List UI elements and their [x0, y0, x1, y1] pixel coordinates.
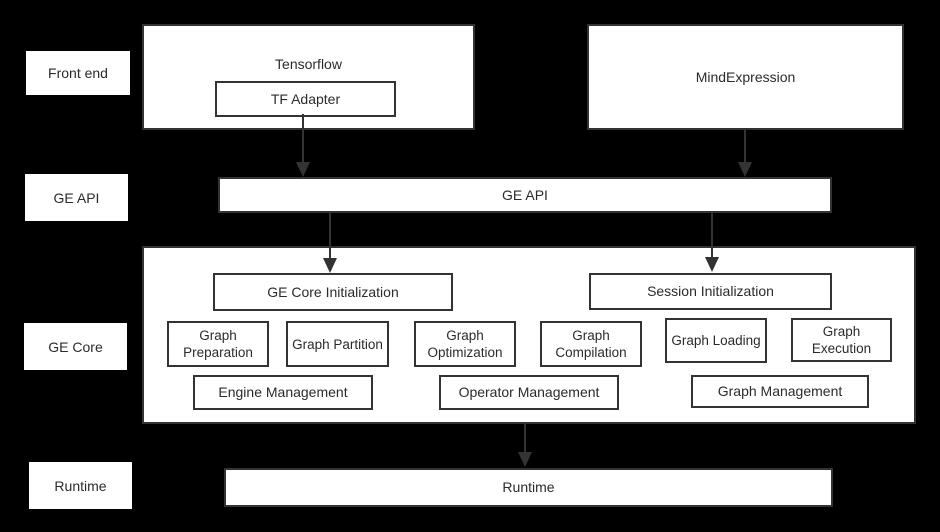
- row-label-runtime-text: Runtime: [54, 477, 107, 494]
- graph-partition-box: Graph Partition: [286, 321, 389, 367]
- arrow-shaft: [302, 114, 304, 162]
- arrow-tf-adapter-to-ge-api: [295, 114, 311, 177]
- arrow-down-icon: [738, 162, 752, 177]
- graph-execution-box: Graph Execution: [791, 318, 892, 362]
- mindexpression-label: MindExpression: [695, 68, 796, 85]
- engine-management-label: Engine Management: [218, 384, 348, 400]
- row-label-ge-api-text: GE API: [53, 189, 100, 206]
- ge-api-bar-label: GE API: [502, 186, 548, 203]
- ge-core-initialization-label: GE Core Initialization: [267, 283, 399, 300]
- arrow-shaft: [524, 423, 526, 452]
- arrow-down-icon: [518, 452, 532, 467]
- arrow-shaft: [744, 129, 746, 162]
- row-label-front-end: Front end: [26, 51, 130, 95]
- graph-loading-label: Graph Loading: [671, 333, 761, 348]
- arrow-mindexpression-to-ge-api: [737, 129, 753, 177]
- arrow-ge-api-to-session-init: [704, 212, 720, 272]
- runtime-bar-label: Runtime: [502, 479, 555, 495]
- graph-optimization-label: Graph Optimization: [427, 328, 503, 360]
- graph-management-box: Graph Management: [691, 375, 869, 408]
- row-label-ge-core: GE Core: [24, 323, 127, 370]
- graph-compilation-box: Graph Compilation: [540, 321, 642, 367]
- ge-core-initialization-box: GE Core Initialization: [213, 273, 453, 311]
- operator-management-box: Operator Management: [439, 375, 619, 410]
- graph-execution-label: Graph Execution: [811, 324, 872, 356]
- row-label-runtime: Runtime: [29, 462, 132, 509]
- ge-api-bar: GE API: [218, 177, 832, 213]
- tf-adapter-label: TF Adapter: [270, 90, 341, 107]
- runtime-bar: Runtime: [224, 468, 833, 507]
- arrow-down-icon: [323, 258, 337, 273]
- ge-core-box: GE Core Initialization Session Initializ…: [142, 246, 916, 424]
- engine-management-box: Engine Management: [193, 375, 373, 410]
- graph-optimization-box: Graph Optimization: [414, 321, 516, 367]
- graph-management-label: Graph Management: [717, 383, 843, 399]
- session-initialization-box: Session Initialization: [589, 273, 832, 310]
- arrow-down-icon: [705, 257, 719, 272]
- graph-loading-box: Graph Loading: [665, 318, 767, 363]
- graph-preparation-label: Graph Preparation: [183, 328, 253, 360]
- graph-compilation-label: Graph Compilation: [555, 328, 627, 360]
- tensorflow-box: Tensorflow TF Adapter: [142, 24, 475, 130]
- row-label-ge-core-text: GE Core: [48, 338, 103, 355]
- mindexpression-box: MindExpression: [587, 24, 904, 130]
- tensorflow-label: Tensorflow: [275, 56, 342, 72]
- graph-partition-label: Graph Partition: [292, 336, 383, 352]
- row-label-ge-api: GE API: [25, 174, 128, 221]
- graph-preparation-box: Graph Preparation: [167, 321, 269, 367]
- arrow-shaft: [711, 212, 713, 257]
- arrow-down-icon: [296, 162, 310, 177]
- tf-adapter-box: TF Adapter: [215, 81, 396, 117]
- operator-management-label: Operator Management: [458, 384, 600, 400]
- row-label-front-end-text: Front end: [48, 65, 108, 81]
- arrow-ge-api-to-ge-core-init: [322, 212, 338, 273]
- arrow-ge-core-to-runtime: [517, 423, 533, 467]
- session-initialization-label: Session Initialization: [647, 283, 774, 299]
- arrow-shaft: [329, 212, 331, 258]
